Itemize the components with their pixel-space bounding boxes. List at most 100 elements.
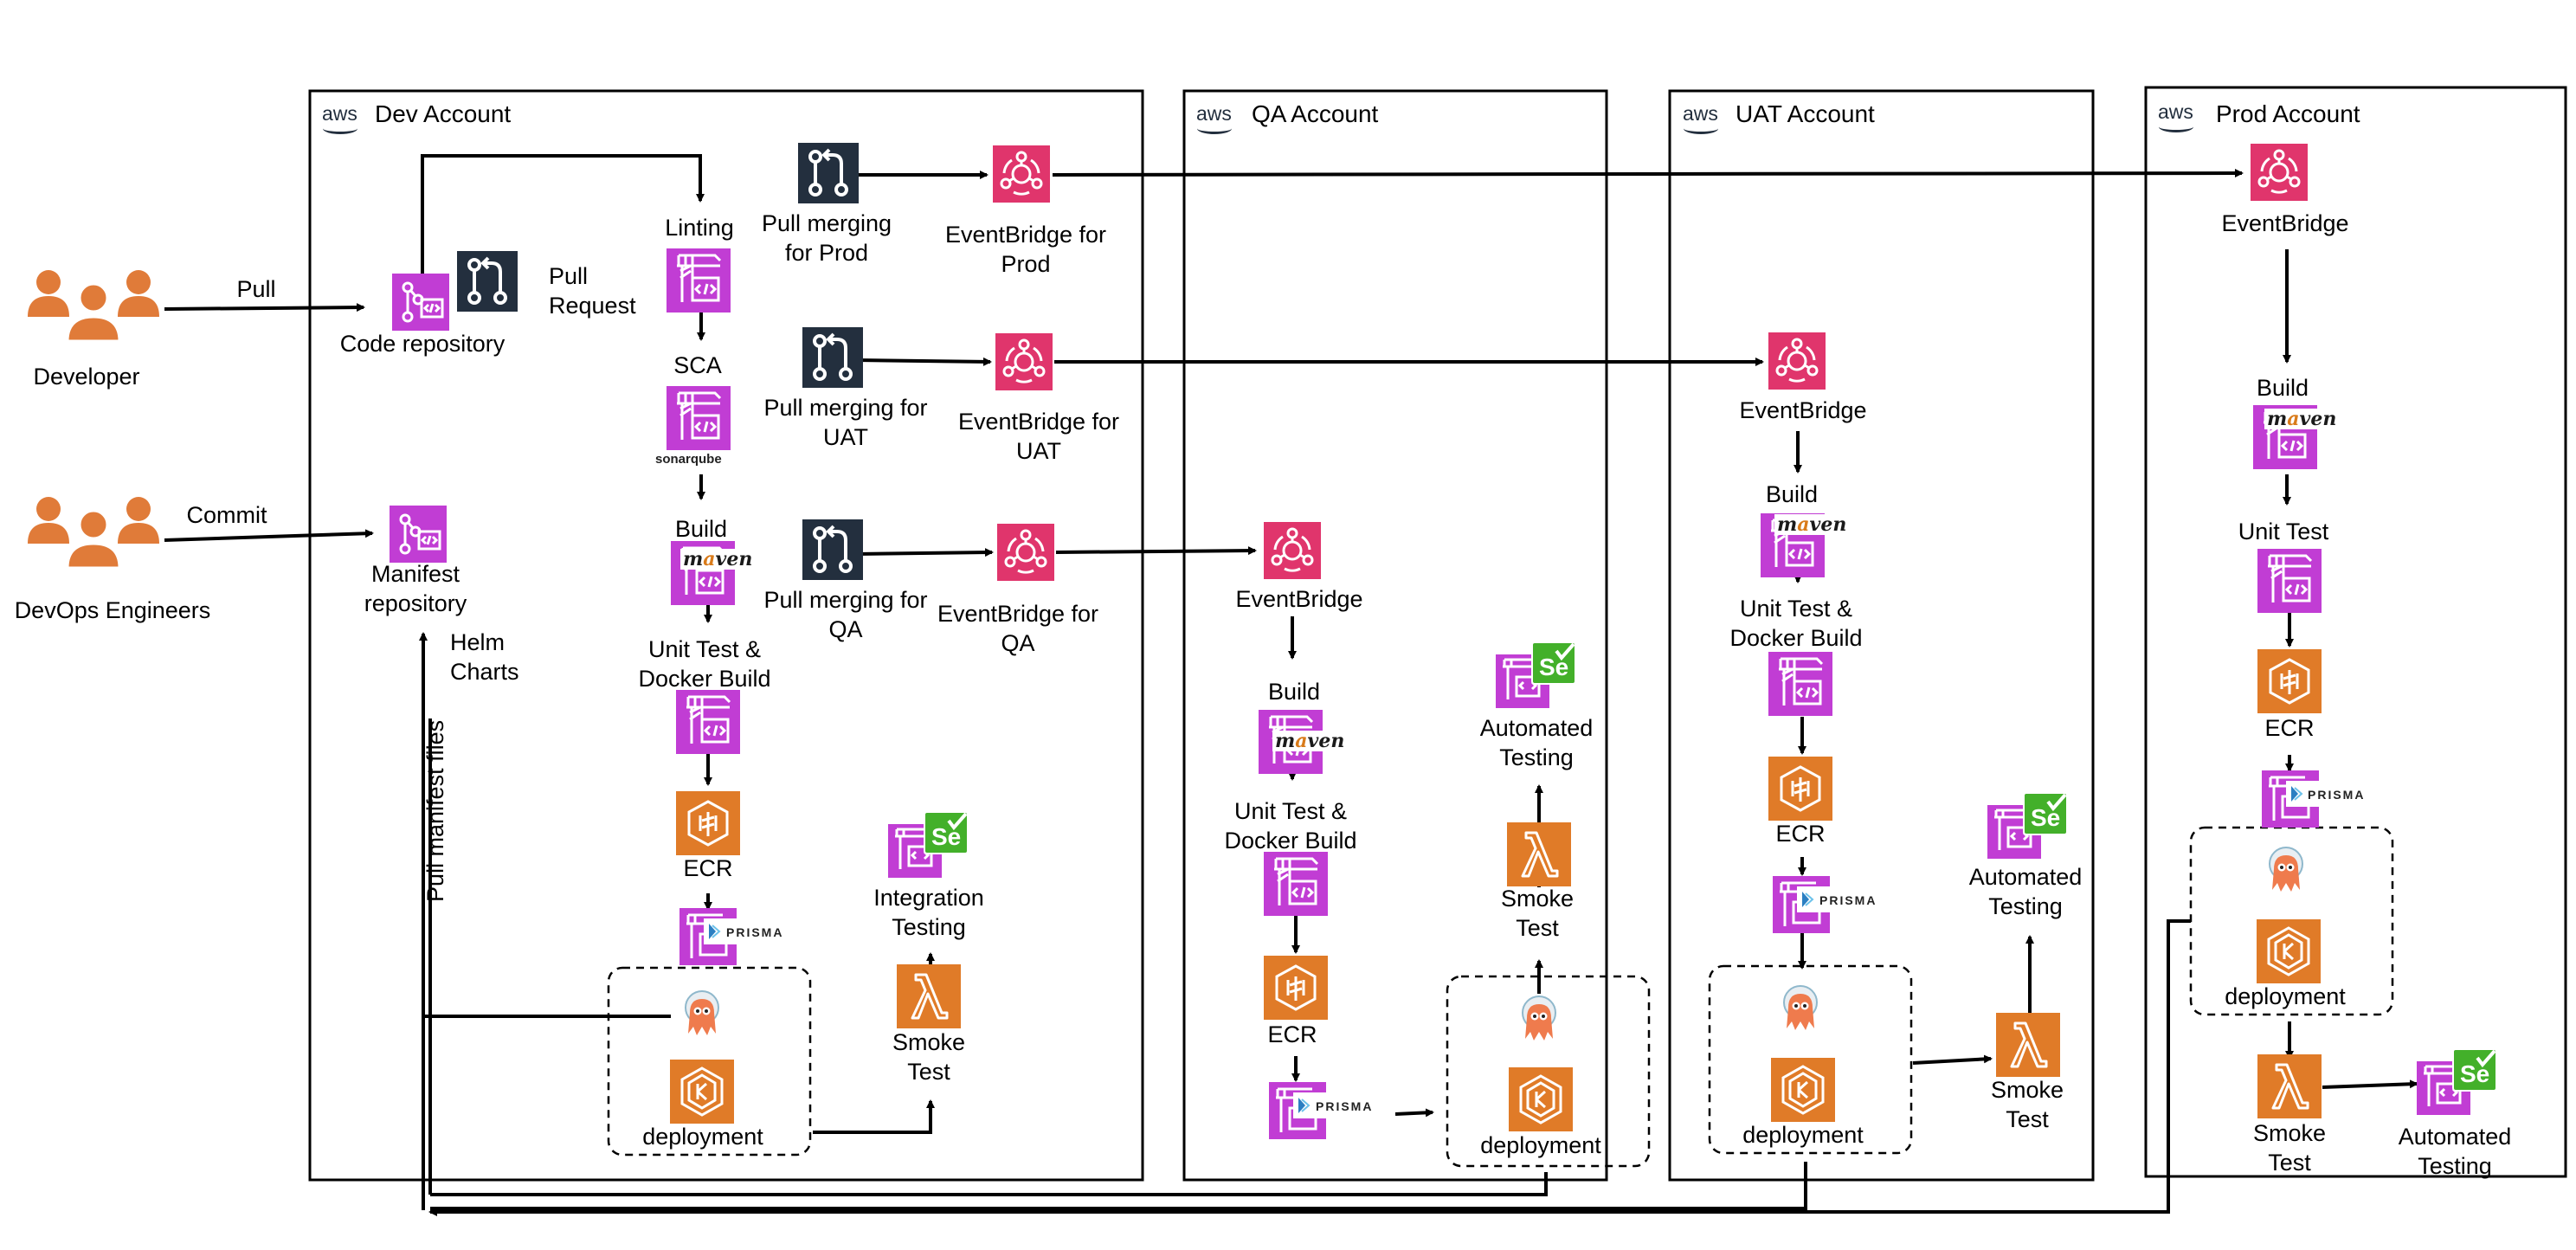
dev-ecr-icon	[674, 789, 742, 857]
qa-unit-test-label: Unit Test &Docker Build	[1224, 798, 1357, 854]
uat-eks-icon	[1769, 1056, 1837, 1124]
qa-eventbridge-icon	[1262, 520, 1323, 581]
uat-deployment-box	[1708, 964, 1913, 1155]
uat-build-label: Build	[1765, 481, 1819, 507]
prod-aws-logo: aws	[2158, 100, 2193, 132]
qa-deployment-label: deployment	[1480, 1132, 1601, 1158]
uat-lambda-icon	[1994, 1011, 2062, 1079]
manifest-repository-icon	[388, 504, 448, 564]
dev-build-label: Build	[674, 516, 728, 542]
qa-deployment-box	[1446, 975, 1651, 1168]
uat-selenium-icon	[1986, 791, 2069, 860]
qa-prisma-logo: PRISMA	[1316, 1099, 1374, 1113]
prod-maven-logo: maven	[2264, 409, 2340, 429]
dev-aws-logo: aws	[322, 102, 357, 134]
qa-ecr-icon	[1262, 954, 1330, 1021]
uat-deployment-label: deployment	[1742, 1122, 1864, 1148]
qa-selenium-icon	[1494, 641, 1577, 710]
dev-eks-icon	[668, 1058, 736, 1125]
developer-people-icon	[26, 268, 161, 343]
prod-eks-icon	[2255, 918, 2322, 985]
dev-account-box	[308, 89, 1144, 1182]
qa-maven-logo: maven	[1272, 731, 1348, 751]
dev-argocd-icon	[685, 990, 719, 1036]
dev-prisma-logo: PRISMA	[726, 925, 784, 939]
sca-label: SCA	[673, 352, 722, 378]
qa-ecr-label: ECR	[1267, 1021, 1317, 1047]
linting-codebuild-icon	[665, 247, 732, 314]
uat-ecr-icon	[1767, 755, 1834, 822]
pull-manifest-files-label: Pull manifest files	[422, 719, 448, 902]
prod-account-box	[2144, 86, 2567, 1178]
prod-unit-test-codebuild-icon	[2256, 547, 2323, 615]
uat-prisma-logo: PRISMA	[1819, 893, 1877, 907]
qa-eventbridge-label: EventBridge	[1235, 586, 1363, 612]
uat-aws-logo: aws	[1683, 102, 1718, 134]
eventbridge-prod-icon	[991, 144, 1052, 204]
qa-aws-logo: aws	[1196, 102, 1232, 134]
prod-account-title: Prod Account	[2216, 100, 2360, 127]
prod-prisma-logo: PRISMA	[2308, 788, 2366, 802]
qa-unit-test-codebuild-icon	[1262, 850, 1330, 918]
dev-ecr-label: ECR	[683, 855, 733, 881]
pull-edge-label: Pull	[236, 276, 276, 302]
devops-label: DevOps Engineers	[14, 597, 211, 623]
pull-merging-qa-icon	[801, 518, 865, 582]
qa-account-title: QA Account	[1252, 100, 1379, 127]
uat-eventbridge-icon	[1767, 331, 1827, 391]
prod-unit-test-label: Unit Test	[2238, 519, 2329, 544]
uat-maven-logo: maven	[1774, 514, 1850, 535]
qa-argocd-icon	[1522, 995, 1556, 1041]
uat-account-box	[1668, 89, 2095, 1182]
uat-argocd-icon	[1783, 985, 1818, 1031]
prod-build-label: Build	[2256, 375, 2309, 401]
prod-argocd-icon	[2269, 847, 2303, 892]
qa-eks-icon	[1507, 1066, 1575, 1133]
eventbridge-qa-icon	[995, 522, 1056, 583]
uat-eventbridge-label: EventBridge	[1739, 397, 1867, 423]
prod-selenium-icon	[2415, 1047, 2498, 1117]
prod-eventbridge-icon	[2249, 142, 2309, 203]
uat-unit-test-label: Unit Test &Docker Build	[1729, 596, 1863, 651]
prod-lambda-icon	[2256, 1053, 2323, 1120]
qa-account-box	[1182, 89, 1608, 1182]
uat-unit-test-codebuild-icon	[1767, 650, 1834, 718]
commit-edge-label: Commit	[186, 502, 267, 528]
uat-ecr-label: ECR	[1775, 821, 1826, 847]
sonarqube-logo: sonarqube	[655, 452, 722, 467]
uat-account-title: UAT Account	[1736, 100, 1875, 127]
code-repository-icon	[390, 272, 451, 332]
connectors	[164, 154, 2418, 1216]
dev-deployment-label: deployment	[642, 1124, 763, 1150]
dev-account-title: Dev Account	[375, 100, 512, 127]
linting-label: Linting	[665, 215, 734, 241]
dev-unit-test-codebuild-icon	[674, 688, 742, 756]
qa-build-label: Build	[1267, 679, 1321, 705]
prod-ecr-icon	[2256, 648, 2323, 715]
dev-maven-logo: maven	[680, 549, 756, 570]
prod-eventbridge-label: EventBridge	[2221, 210, 2349, 236]
prod-ecr-label: ECR	[2264, 715, 2315, 741]
prod-deployment-label: deployment	[2225, 983, 2346, 1009]
code-repository-label: Code repository	[339, 331, 506, 357]
sca-codebuild-icon	[665, 384, 732, 452]
pull-merging-prod-icon	[796, 141, 860, 205]
devops-people-icon	[26, 495, 161, 570]
